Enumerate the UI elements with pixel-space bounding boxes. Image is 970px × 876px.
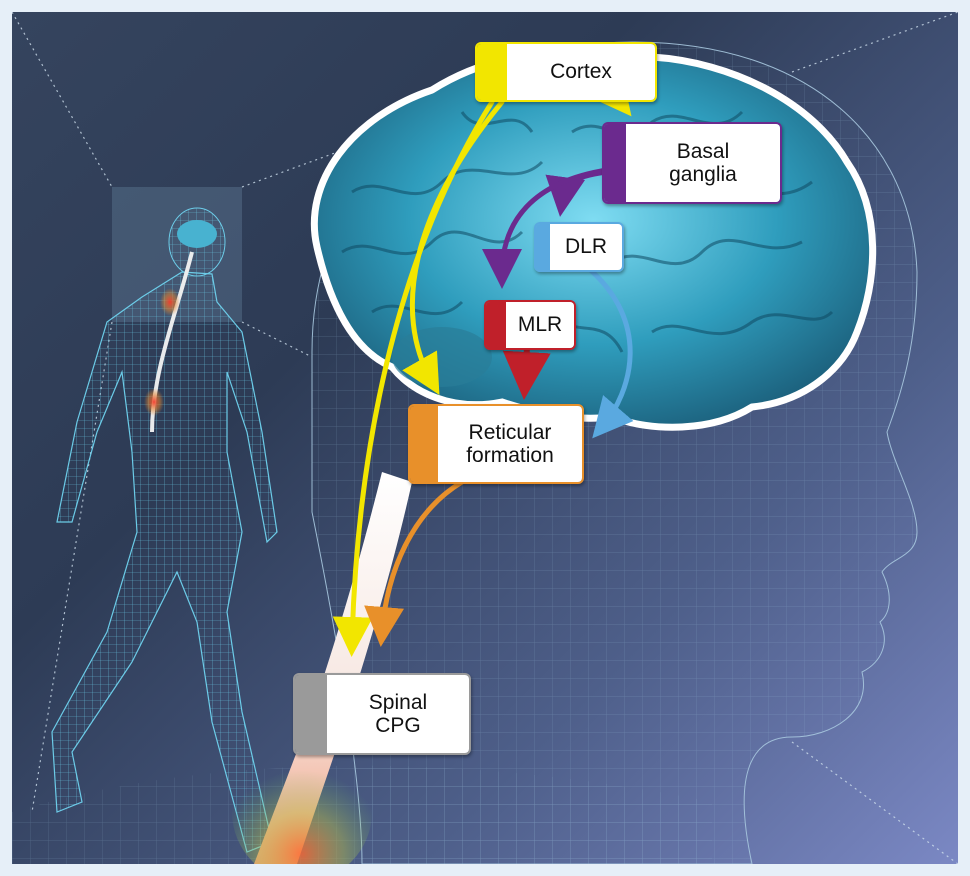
walking-figure [52, 208, 277, 852]
cortex-color-tab [477, 44, 507, 100]
mlr-label: MLR [484, 300, 576, 350]
arrow-mlr-to-reticular [525, 347, 527, 382]
basal-ganglia-label: Basal ganglia [602, 122, 782, 204]
mlr-text: MLR [506, 302, 574, 348]
basal-ganglia-color-tab [604, 124, 626, 202]
spinal-cpg-label: Spinal CPG [293, 673, 471, 755]
dlr-label: DLR [534, 222, 624, 272]
cortex-label: Cortex [475, 42, 657, 102]
reticular-formation-text: Reticular formation [438, 406, 582, 482]
dlr-color-tab [536, 224, 550, 270]
cortex-text: Cortex [507, 44, 655, 100]
spinal-cpg-text: Spinal CPG [327, 675, 469, 753]
mlr-color-tab [486, 302, 506, 348]
basal-ganglia-text: Basal ganglia [626, 124, 780, 202]
spinal-cpg-color-tab [295, 675, 327, 753]
reticular-formation-color-tab [410, 406, 438, 482]
diagram-frame: Cortex Basal ganglia DLR MLR Reticular f… [12, 12, 958, 864]
dlr-text: DLR [550, 224, 622, 270]
reticular-formation-label: Reticular formation [408, 404, 584, 484]
